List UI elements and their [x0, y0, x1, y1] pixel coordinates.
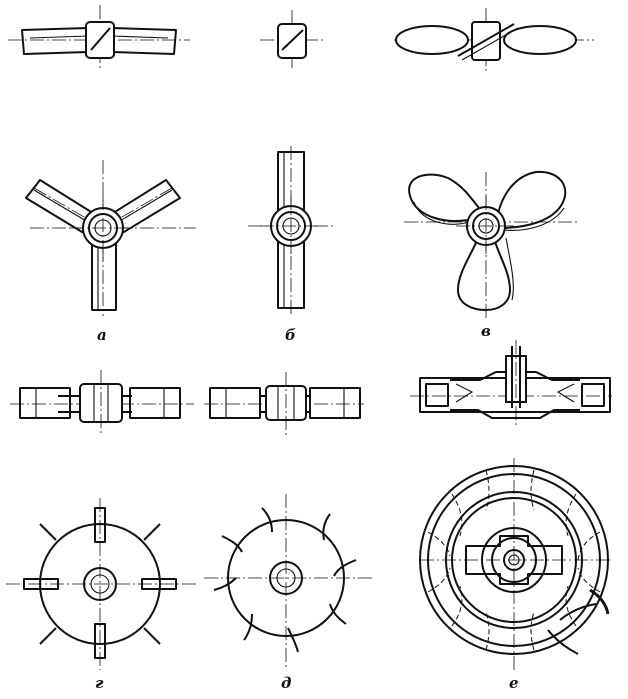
label-b: б: [285, 326, 296, 344]
closed-turbine-side-view: [410, 340, 612, 428]
turbine-hub-side-view: [260, 10, 324, 70]
two-blade-paddle-plan-view: [248, 146, 334, 316]
three-blade-paddle-plan-view: [25, 160, 196, 316]
open-turbine-straight-blades-side-view: [10, 370, 194, 436]
closed-turbine-plan-view: [419, 458, 610, 672]
open-turbine-straight-blades-plan-view: [6, 498, 196, 670]
label-v: в: [481, 322, 491, 340]
propeller-side-view: [394, 8, 594, 72]
paddle-impeller-side-view: [8, 5, 190, 70]
open-turbine-curved-blades-side-view: [204, 372, 364, 436]
open-turbine-curved-blades-plan-view: [204, 494, 372, 668]
label-a: а: [97, 326, 107, 344]
label-g: г: [95, 674, 104, 692]
three-blade-propeller-plan-view: [404, 170, 580, 318]
label-e: е: [509, 674, 519, 692]
label-d: д: [281, 674, 292, 692]
